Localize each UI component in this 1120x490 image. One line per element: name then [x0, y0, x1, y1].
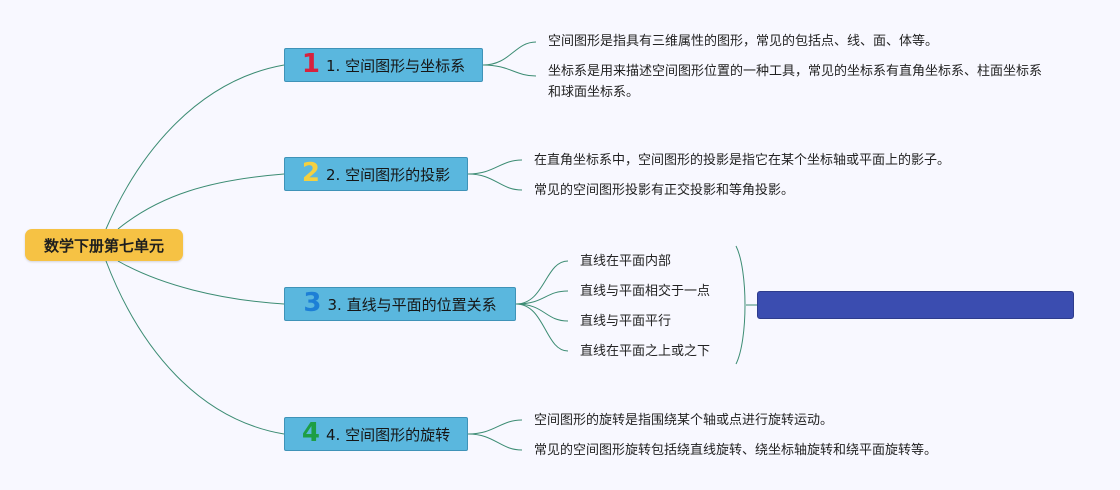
- root-node[interactable]: 数学下册第七单元: [25, 229, 183, 261]
- topic-3-item-4[interactable]: 直线在平面之上或之下: [580, 344, 711, 359]
- number-3-icon: 3: [303, 288, 322, 318]
- topic-4-title: 4. 空间图形的旋转: [326, 425, 451, 444]
- topic-2-item-2[interactable]: 常见的空间图形投影有正交投影和等角投影。: [534, 183, 795, 198]
- number-1-icon: 1: [301, 49, 320, 79]
- connector-topic-4-item-2: [467, 433, 523, 451]
- topic-2-item-1[interactable]: 在直角坐标系中，空间图形的投影是指它在某个坐标轴或平面上的影子。: [534, 153, 951, 168]
- number-4-icon: 4: [301, 418, 320, 448]
- topic-3-item-1[interactable]: 直线在平面内部: [580, 254, 672, 269]
- topic-3-title: 3. 直线与平面的位置关系: [327, 295, 497, 314]
- topic-node-4[interactable]: 4 4. 空间图形的旋转: [284, 417, 468, 451]
- number-2-icon: 2: [301, 158, 320, 188]
- connector-root-topic-4: [105, 260, 285, 435]
- topic-3-item-2[interactable]: 直线与平面相交于一点: [580, 284, 711, 299]
- connector-root-topic-3: [117, 260, 285, 305]
- connector-root-topic-2: [117, 173, 285, 230]
- connector-topic-1-item-1: [482, 41, 537, 66]
- topic-4-item-2[interactable]: 常见的空间图形旋转包括绕直线旋转、绕坐标轴旋转和绕平面旋转等。: [534, 443, 938, 458]
- topic-node-1[interactable]: 1 1. 空间图形与坐标系: [284, 48, 483, 82]
- summary-bracket: [735, 245, 746, 365]
- connector-topic-3-item-4: [515, 303, 569, 352]
- connector-topic-3-item-2: [515, 290, 569, 305]
- topic-1-item-1[interactable]: 空间图形是指具有三维属性的图形，常见的包括点、线、面、体等。: [548, 34, 939, 49]
- root-label: 数学下册第七单元: [43, 236, 164, 255]
- connector-topic-2-item-2: [467, 173, 523, 191]
- topic-1-item-2[interactable]: 坐标系是用来描述空间图形位置的一种工具，常见的坐标系有直角坐标系、柱面坐标系和球…: [548, 64, 1043, 100]
- topic-node-3[interactable]: 3 3. 直线与平面的位置关系: [284, 287, 516, 321]
- connector-root-topic-1: [105, 64, 285, 230]
- topic-1-title: 1. 空间图形与坐标系: [326, 56, 466, 75]
- topic-3-item-3[interactable]: 直线与平面平行: [580, 314, 672, 329]
- summary-node[interactable]: [757, 291, 1074, 319]
- connector-topic-3-item-3: [515, 303, 569, 322]
- topic-node-2[interactable]: 2 2. 空间图形的投影: [284, 157, 468, 191]
- topic-4-item-1[interactable]: 空间图形的旋转是指围绕某个轴或点进行旋转运动。: [534, 413, 834, 428]
- connector-topic-1-item-2: [482, 64, 537, 77]
- connector-topic-2-item-1: [467, 159, 523, 175]
- connector-topic-3-item-1: [515, 260, 569, 305]
- connector-topic-4-item-1: [467, 419, 523, 435]
- topic-2-title: 2. 空间图形的投影: [326, 165, 451, 184]
